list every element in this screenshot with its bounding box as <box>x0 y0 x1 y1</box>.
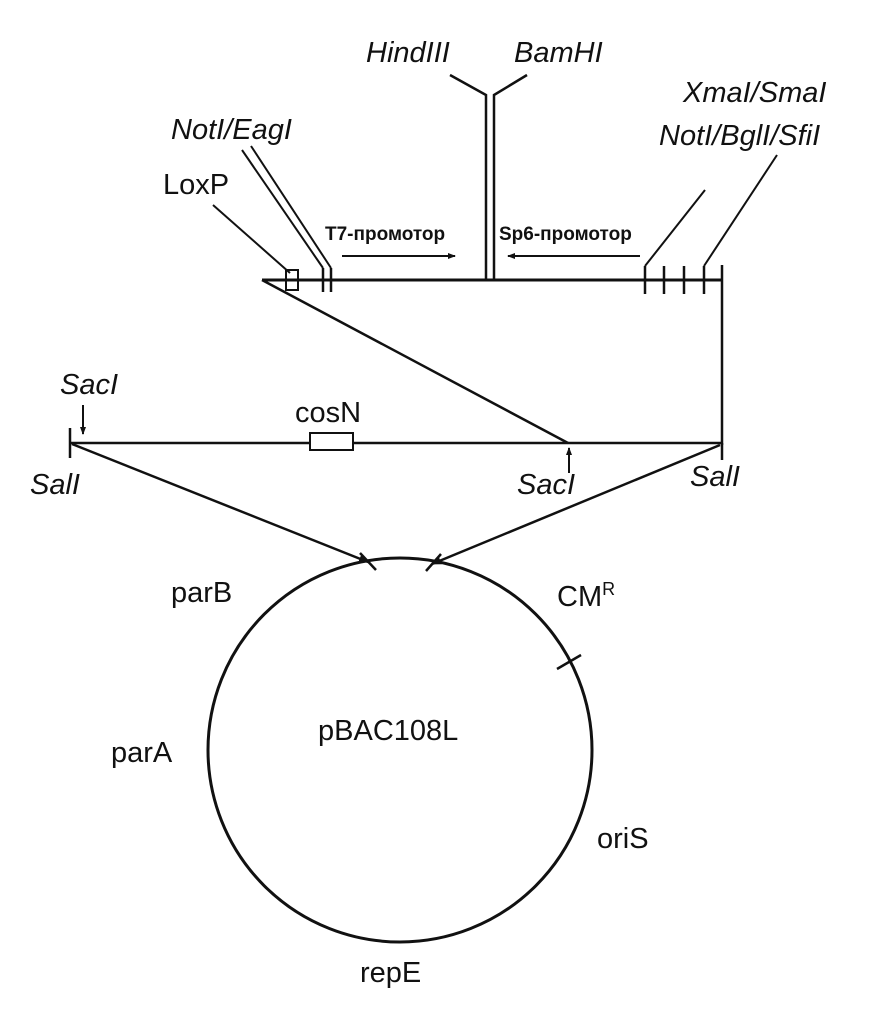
cmr-label: CMR <box>557 579 615 613</box>
plasmid-circle <box>206 556 594 944</box>
bamhi-leader <box>492 73 528 280</box>
t7-promoter-label: T7-промотор <box>325 224 445 245</box>
insert-segment <box>68 405 724 473</box>
xmai-smai-label: XmaI/SmaI <box>682 77 826 109</box>
hindiii-leader <box>449 73 488 280</box>
para-label: parA <box>111 737 173 769</box>
oris-label: oriS <box>597 823 649 855</box>
repe-label: repE <box>360 957 421 989</box>
cmr-base: CM <box>557 581 602 613</box>
right-insertion-arrow <box>431 443 721 566</box>
bamhi-label: BamHI <box>514 37 603 69</box>
hindiii-label: HindIII <box>366 37 450 69</box>
insertion-tick-right <box>425 553 442 572</box>
cosn-label: cosN <box>295 397 361 429</box>
plasmid-map <box>206 552 594 944</box>
sali-left-label: SalI <box>30 469 80 501</box>
sfii-leader <box>703 154 778 267</box>
plasmid-name-label: pBAC108L <box>318 715 458 747</box>
noti-bgli-sfii-label: NotI/BglI/SfiI <box>659 120 820 152</box>
noti-eagi-leader-1 <box>241 149 324 269</box>
noti-eagi-label: NotI/EagI <box>171 114 292 146</box>
left-insertion-arrow <box>71 442 369 564</box>
cmr-superscript: R <box>602 579 615 599</box>
sp6-promoter-label: Sp6-промотор <box>499 224 632 245</box>
insertion-tick-left <box>359 552 377 571</box>
saci-right-label: SacI <box>517 469 575 501</box>
loxp-site-box <box>285 269 299 291</box>
parb-label: parB <box>171 577 232 609</box>
cosn-box <box>309 432 354 451</box>
cmr-boundary-tick <box>556 653 582 671</box>
xmai-smai-leader <box>644 189 706 267</box>
saci-left-label: SacI <box>60 369 118 401</box>
polylinker-segment <box>212 73 778 445</box>
sali-right-label: SalI <box>690 461 740 493</box>
loxp-label: LoxP <box>163 169 229 201</box>
loxp-leader <box>212 204 291 274</box>
polylinker-left-connector <box>261 278 569 445</box>
noti-eagi-leader-2 <box>250 145 332 269</box>
